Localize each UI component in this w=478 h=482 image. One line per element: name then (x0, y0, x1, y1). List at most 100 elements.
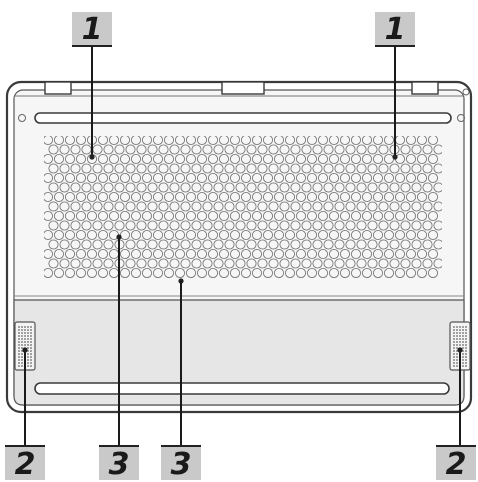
vent-hole (372, 191, 384, 203)
vent-hole (44, 136, 54, 146)
vent-hole (103, 239, 114, 250)
vent-hole (97, 172, 109, 184)
vent-hole (339, 153, 351, 165)
vent-hole (405, 267, 417, 278)
vent-hole (213, 201, 224, 212)
vent-hole (389, 163, 400, 174)
vent-hole (152, 153, 164, 165)
vent-hole (70, 201, 81, 212)
vent-hole (141, 248, 153, 260)
vent-hole (180, 220, 191, 231)
speaker-grille-dot (24, 332, 26, 334)
vent-hole (262, 248, 274, 260)
vent-hole (213, 239, 224, 250)
vent-hole (48, 182, 59, 193)
vent-hole (312, 163, 323, 174)
speaker-grille-dot (27, 344, 29, 346)
vent-hole (279, 258, 290, 269)
vent-hole (367, 144, 378, 155)
vent-hole (152, 172, 164, 184)
vent-hole (196, 267, 208, 278)
vent-hole (257, 163, 268, 174)
vent-hole (427, 267, 439, 278)
vent-hole (290, 201, 301, 212)
vent-hole (141, 153, 153, 165)
vent-hole (136, 182, 147, 193)
vent-hole (405, 153, 417, 165)
vent-hole (229, 172, 241, 184)
vent-hole (405, 136, 417, 146)
speaker-grille-dot (453, 347, 455, 349)
vent-hole (279, 220, 290, 231)
vent-hole (191, 182, 202, 193)
vent-hole (141, 191, 153, 203)
vent-hole (372, 172, 384, 184)
vent-hole (103, 182, 114, 193)
hinge-tab-right (411, 81, 439, 95)
speaker-grille-dot (30, 326, 32, 328)
vent-hole (416, 136, 428, 146)
vent-hole (114, 163, 125, 174)
vent-hole (185, 267, 197, 278)
vent-hole (290, 144, 301, 155)
vent-hole (180, 163, 191, 174)
vent-hole (312, 201, 323, 212)
callout-1-left-dot (89, 154, 95, 160)
vent-hole (350, 229, 362, 241)
speaker-grille-dot (456, 359, 458, 361)
speaker-grille-dot (24, 338, 26, 340)
vent-hole (416, 191, 428, 203)
vent-hole (229, 153, 241, 165)
vent-hole (224, 163, 235, 174)
vent-hole (86, 267, 98, 278)
vent-hole (70, 258, 81, 269)
vent-hole (411, 201, 422, 212)
vent-hole (75, 229, 87, 241)
vent-hole (422, 220, 433, 231)
vent-hole (284, 229, 296, 241)
vent-hole (268, 220, 279, 231)
vent-hole (372, 229, 384, 241)
vent-hole (328, 210, 340, 222)
callout-2-right-label: 2 (446, 447, 467, 482)
vent-hole (75, 153, 87, 165)
speaker-grille-dot (18, 326, 20, 328)
vent-hole (273, 136, 285, 146)
callout-3-right: 3 (161, 278, 201, 482)
vent-hole (433, 220, 442, 231)
vent-hole (185, 136, 197, 146)
speaker-grille-dot (21, 338, 23, 340)
vent-hole (306, 136, 318, 146)
vent-hole (433, 201, 442, 212)
vent-hole (284, 136, 296, 146)
speaker-grille-dot (456, 356, 458, 358)
speaker-grille-dot (465, 350, 467, 352)
vent-hole (301, 182, 312, 193)
vent-hole (389, 258, 400, 269)
vent-hole (334, 182, 345, 193)
vent-hole (240, 248, 252, 260)
vent-hole (394, 210, 406, 222)
speaker-grille-dot (462, 338, 464, 340)
vent-hole (235, 163, 246, 174)
vent-hole (207, 248, 219, 260)
speaker-grille-dot (21, 347, 23, 349)
vent-hole (125, 201, 136, 212)
vent-hole (240, 172, 252, 184)
vent-hole (389, 239, 400, 250)
vent-hole (207, 191, 219, 203)
vent-hole (235, 239, 246, 250)
vent-hole (268, 239, 279, 250)
vent-hole (317, 191, 329, 203)
vent-hole (273, 191, 285, 203)
vent-hole (301, 201, 312, 212)
speaker-grille-dot (18, 350, 20, 352)
vent-hole (427, 172, 439, 184)
vent-hole (350, 267, 362, 278)
vent-hole (257, 258, 268, 269)
vent-hole (290, 182, 301, 193)
vent-hole (185, 210, 197, 222)
callout-2-left-label: 2 (15, 447, 36, 482)
callout-2-left-box (5, 446, 45, 480)
